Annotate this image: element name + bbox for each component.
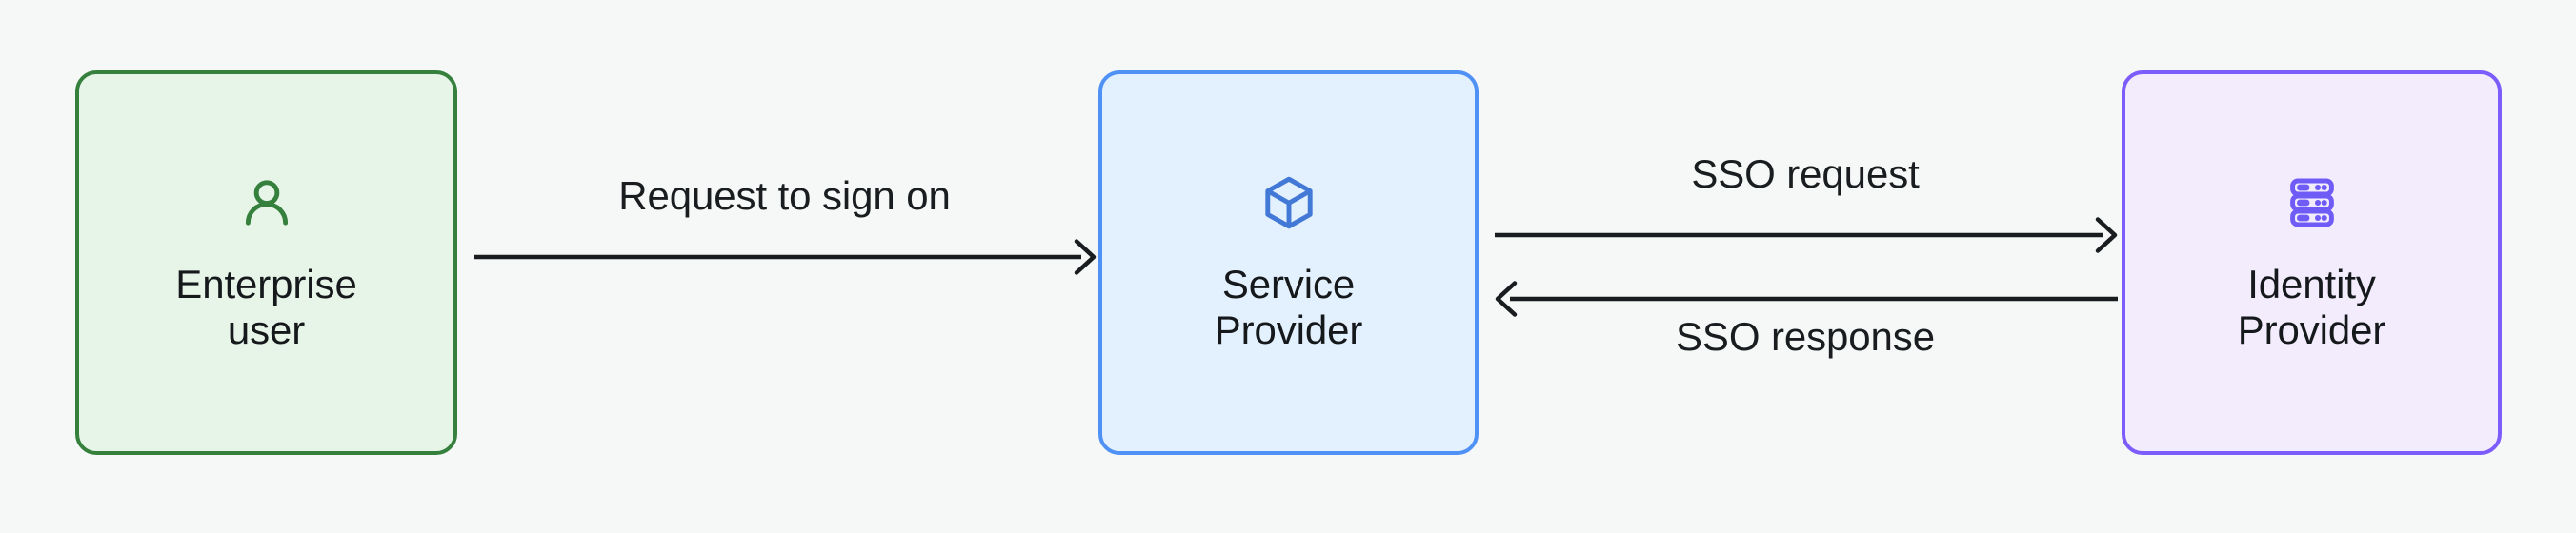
node-label: Identity Provider bbox=[2237, 262, 2386, 352]
server-rack-icon bbox=[2283, 173, 2342, 237]
edge-label-sso-request: SSO request bbox=[1691, 151, 1920, 196]
node-enterprise-user[interactable]: Enterprise user bbox=[75, 70, 457, 455]
cube-icon bbox=[1259, 173, 1318, 237]
node-label: Enterprise user bbox=[175, 262, 357, 352]
arrow-request-sign-on bbox=[474, 239, 1097, 275]
node-identity-provider[interactable]: Identity Provider bbox=[2122, 70, 2502, 455]
node-service-provider[interactable]: Service Provider bbox=[1098, 70, 1479, 455]
arrow-sso-request bbox=[1495, 217, 2118, 253]
user-icon bbox=[237, 173, 296, 237]
edge-label-sso-response: SSO response bbox=[1676, 314, 1935, 359]
node-label: Service Provider bbox=[1214, 262, 1363, 352]
arrow-sso-response bbox=[1495, 281, 2118, 317]
edge-label-request-sign-on: Request to sign on bbox=[618, 173, 951, 218]
